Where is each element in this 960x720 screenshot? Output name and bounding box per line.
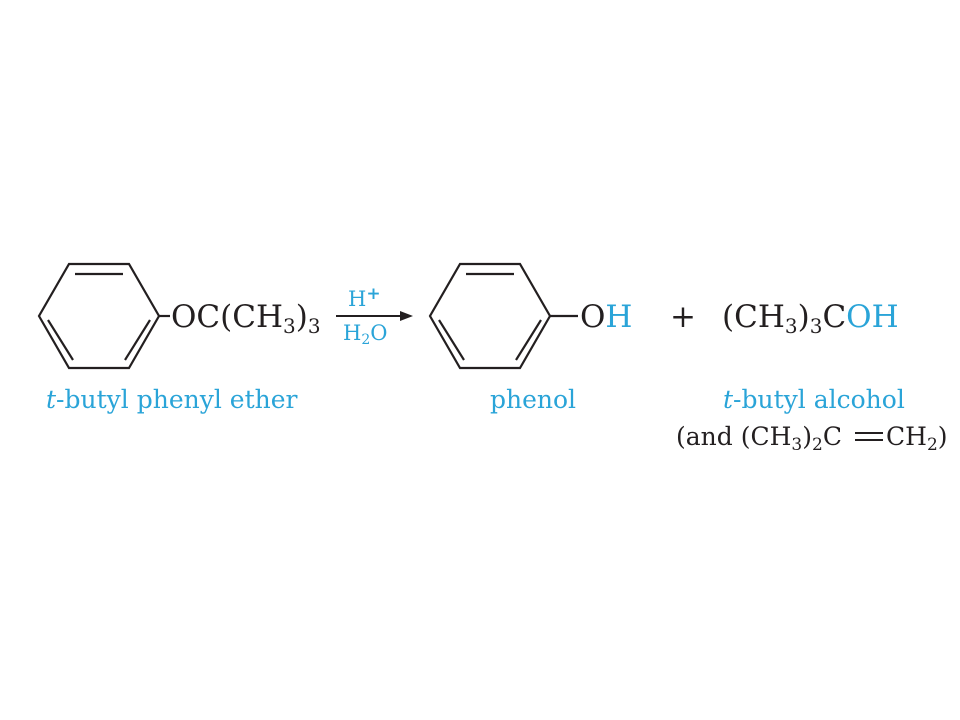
reactant-substituent: OC(CH3)3: [171, 299, 321, 337]
note-sub2: 2: [812, 435, 823, 455]
reactant-name-prefix: t: [46, 385, 57, 414]
isobutylene-note-left: (and (CH3)2C: [676, 422, 842, 454]
double-bond: [855, 432, 883, 441]
phenol-hydroxyl: OH: [580, 302, 632, 333]
note-c: C: [822, 422, 842, 451]
alcohol-name-prefix: t: [723, 385, 734, 414]
note-e: ): [937, 422, 948, 451]
water-h: H: [343, 321, 362, 345]
reactant-paren: ): [295, 299, 308, 335]
water-sub: 2: [361, 332, 371, 348]
reactant-subn: 3: [307, 314, 321, 338]
condition-h-text: H: [348, 287, 367, 311]
reactant-name-rest: -butyl phenyl ether: [56, 385, 298, 414]
phenol-h: H: [605, 299, 633, 335]
plus-sign: +: [670, 299, 696, 335]
note-a: (and (CH: [676, 422, 792, 451]
alcohol-oh: OH: [846, 299, 899, 335]
phenol-o: O: [580, 299, 606, 335]
note-sub2b: 2: [926, 435, 938, 455]
note-sub3: 3: [791, 435, 803, 455]
reaction-arrow: [336, 311, 413, 321]
benzene-ring-phenol: [428, 262, 578, 370]
alcohol-name-rest: -butyl alcohol: [733, 385, 905, 414]
alcohol-open: (CH: [722, 299, 785, 335]
condition-charge: +: [366, 284, 381, 304]
phenol-name: phenol: [490, 385, 577, 414]
alcohol-subn: 3: [809, 314, 823, 338]
reactant-oc-text: OC(CH: [171, 299, 283, 335]
tbutyl-alcohol-formula: (CH3)3COH: [722, 299, 899, 337]
water-o: O: [370, 321, 388, 345]
reactant-sub3: 3: [282, 314, 296, 338]
isobutylene-note-right: CH2): [886, 422, 948, 454]
condition-water: H2O: [343, 321, 388, 348]
note-b: ): [802, 422, 812, 451]
alcohol-paren: ): [797, 299, 810, 335]
alcohol-sub3: 3: [784, 314, 798, 338]
benzene-ring-reactant: [37, 262, 170, 370]
reactant-name: t-butyl phenyl ether: [46, 387, 297, 412]
alcohol-c: C: [822, 299, 847, 335]
condition-acid: H+: [348, 286, 381, 311]
tbutyl-alcohol-name: t-butyl alcohol: [723, 387, 905, 412]
note-d: CH: [886, 422, 927, 451]
